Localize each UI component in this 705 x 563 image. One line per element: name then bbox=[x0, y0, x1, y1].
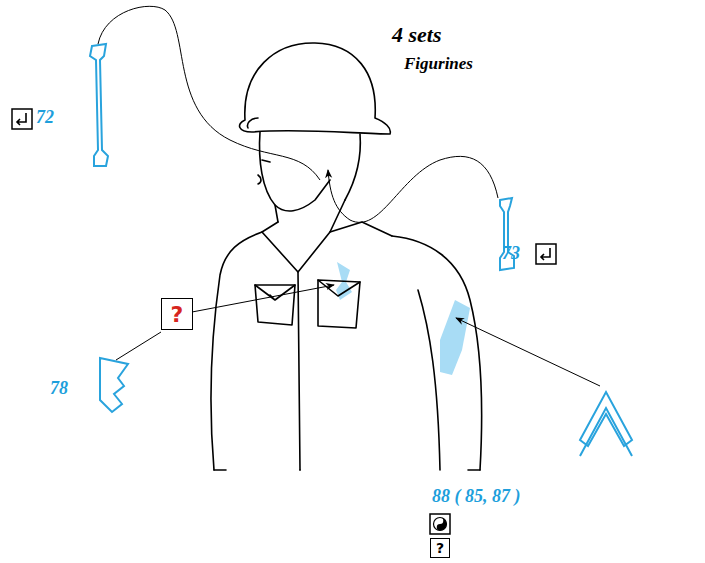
leader-line bbox=[98, 6, 600, 386]
yin-yang-icon bbox=[430, 514, 450, 534]
query-mark: ? bbox=[171, 302, 184, 327]
soldier-figure bbox=[211, 43, 481, 470]
attach-icon bbox=[12, 109, 556, 264]
sleeve-highlight bbox=[440, 300, 470, 375]
callout-number: 72 bbox=[36, 107, 54, 128]
callout-number: 73 bbox=[502, 243, 520, 264]
subtitle: Figurines bbox=[404, 54, 473, 74]
callout-number: 78 bbox=[50, 378, 68, 399]
query-box: ? bbox=[161, 298, 193, 330]
query-box: ? bbox=[430, 538, 450, 558]
query-mark: ? bbox=[436, 540, 444, 556]
callout-number: 88 ( 85, 87 ) bbox=[432, 486, 521, 507]
chevron-part bbox=[580, 392, 632, 456]
insignia-part bbox=[100, 358, 128, 412]
strap-part bbox=[90, 44, 108, 166]
title: 4 sets bbox=[392, 22, 442, 48]
